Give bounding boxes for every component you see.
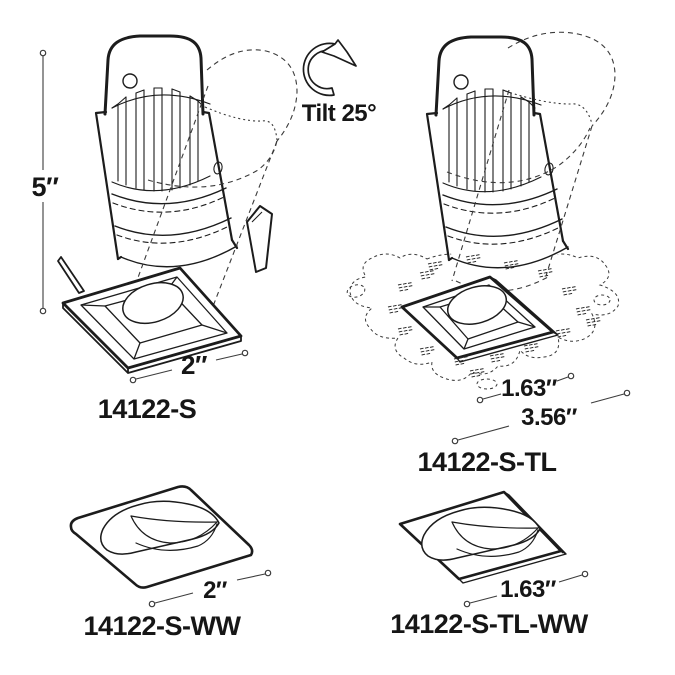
trim-14122-s-ww bbox=[69, 485, 254, 589]
trim-14122-s-tl-ww bbox=[398, 490, 567, 584]
trimless-square-trim bbox=[400, 275, 559, 363]
tilt-label: Tilt 25° bbox=[302, 100, 377, 127]
aperture bbox=[446, 285, 508, 325]
rotation-arrow-icon bbox=[302, 39, 357, 97]
model-label-14122-s-tl: 14122-S-TL bbox=[417, 447, 556, 477]
dimension-aperture-163: 1.63″ bbox=[476, 372, 575, 404]
dimension-tlww-width-163: 1.63″ bbox=[463, 570, 589, 608]
dimension-cutout-356: 3.56″ bbox=[451, 389, 631, 445]
dimension-ww-width-2in: 2″ bbox=[148, 569, 272, 608]
dim-label-height: 5″ bbox=[32, 172, 60, 202]
model-label-14122-s-ww: 14122-S-WW bbox=[83, 611, 241, 641]
dim-label-aperture: 1.63″ bbox=[501, 375, 558, 402]
spring-clip bbox=[246, 205, 273, 273]
dim-label-ww-width: 2″ bbox=[203, 577, 228, 604]
dimension-width-2in: 2″ bbox=[129, 349, 249, 384]
fixture-housing bbox=[94, 34, 239, 270]
spring-clip bbox=[57, 256, 85, 294]
dim-label-cutout: 3.56″ bbox=[521, 404, 578, 431]
model-label-14122-s-tl-ww: 14122-S-TL-WW bbox=[390, 609, 589, 639]
aperture bbox=[122, 281, 184, 325]
model-label-14122-s: 14122-S bbox=[98, 394, 197, 424]
fixture-14122-s bbox=[57, 34, 298, 374]
dim-label-tlww-width: 1.63″ bbox=[500, 576, 557, 603]
fixture-14122-s-tl bbox=[346, 31, 620, 390]
fixture-housing bbox=[425, 35, 570, 271]
plaster-mud-area bbox=[346, 251, 620, 390]
dim-label-width: 2″ bbox=[181, 350, 207, 380]
square-trim bbox=[61, 266, 243, 374]
tilt-annotation: Tilt 25° bbox=[302, 39, 377, 127]
dimension-height-5in: 5″ bbox=[32, 49, 60, 315]
